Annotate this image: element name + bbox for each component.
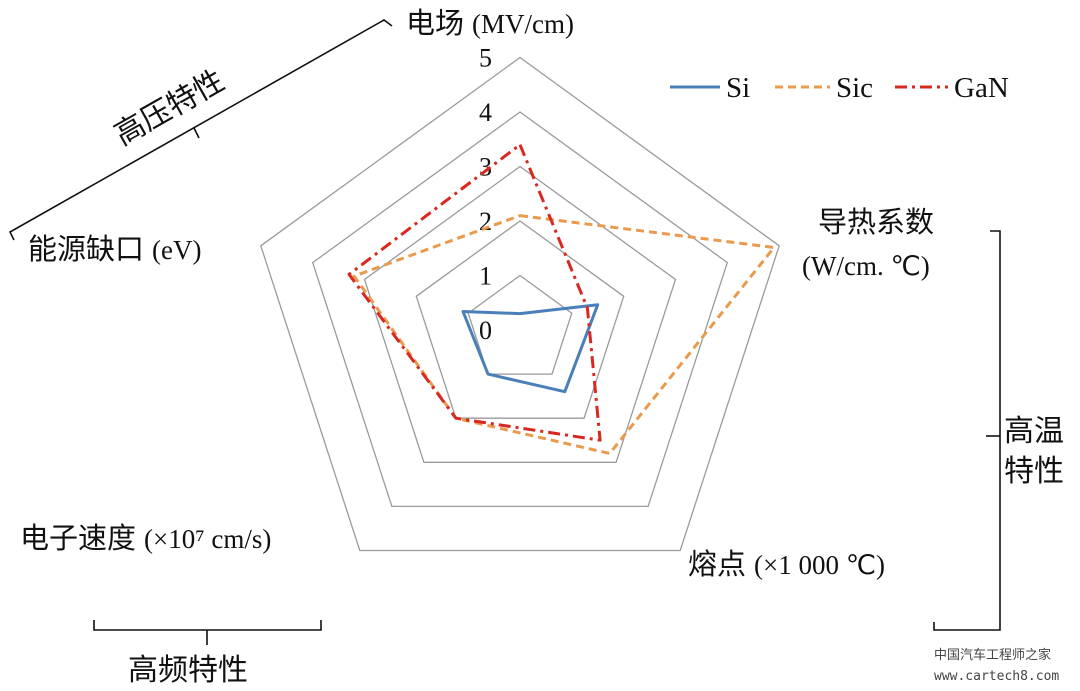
grid-ring-5 [260,56,780,552]
tick-label-1: 1 [479,262,492,291]
radar-grid [260,56,780,552]
tick-label-2: 2 [479,207,492,236]
series-lines [347,143,776,455]
tick-label-5: 5 [479,44,492,73]
axis-label-electron-velocity: 电子速度(×10⁷ cm/s) [20,521,271,555]
series-line-sic [352,214,776,455]
group-label-high-voltage: 高压特性 [109,63,231,153]
watermark: 中国汽车工程师之家 www.cartech8.com [934,647,1059,684]
grid-ring-3 [363,165,677,463]
group-label-high-temperature: 高温 [1004,414,1064,449]
legend: Si Sic GaN [670,72,1009,104]
tick-label-4: 4 [479,98,492,127]
series-line-si [461,303,600,394]
legend-label-si: Si [726,72,750,104]
high-temperature-bracket [933,230,1001,631]
grid-ring-1 [467,274,573,375]
high-frequency-bracket [93,620,322,645]
axis-label-thermal-conductivity: 导热系数 [818,205,934,239]
watermark-name: 中国汽车工程师之家 [934,647,1051,663]
grid-ring-4 [311,111,729,508]
tick-label-0: 0 [479,316,492,345]
watermark-url: www.cartech8.com [934,669,1059,684]
grid-ring-2 [415,220,625,419]
group-label-high-frequency: 高频特性 [128,653,248,688]
legend-label-gan: GaN [954,72,1009,104]
group-label-high-temperature-2: 特性 [1004,454,1064,489]
series-line-gan [347,143,602,442]
legend-label-sic: Sic [836,72,873,104]
axis-label-band-gap: 能源缺口(eV) [28,232,201,266]
axis-label-thermal-conductivity-unit: (W/cm. ℃) [802,251,930,281]
high-voltage-bracket [8,19,393,241]
axis-label-melting-point: 熔点(×1 000 ℃) [688,547,885,581]
axis-label-electric-field: 电场(MV/cm) [406,6,574,40]
